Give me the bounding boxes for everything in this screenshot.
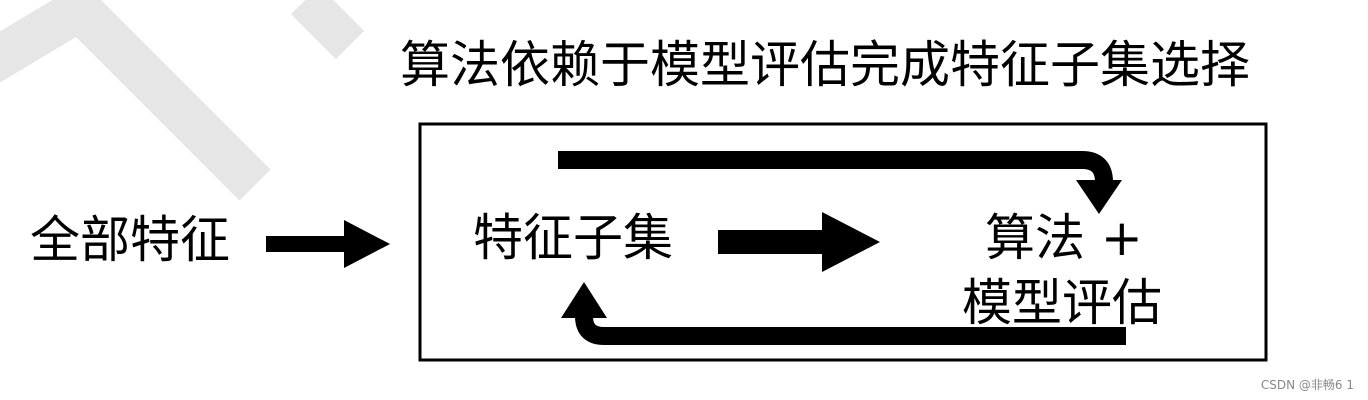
node-algorithm-line2: 模型评估 <box>962 274 1162 332</box>
node-feature-subset: 特征子集 <box>473 209 673 267</box>
background-watermark <box>0 0 365 201</box>
watermark-credit: CSDN @非畅6 1 <box>1260 378 1354 392</box>
node-algorithm-line1: 算法 + <box>985 209 1143 267</box>
diagram-title: 算法依赖于模型评估完成特征子集选择 <box>400 36 1250 94</box>
curved-up-arrow-icon <box>561 282 1126 345</box>
curved-down-arrow-icon <box>558 151 1122 214</box>
right-arrow-icon <box>718 212 880 272</box>
input-label-all-features: 全部特征 <box>30 211 230 269</box>
watermark-stroke-diagonal <box>54 0 271 201</box>
watermark-stroke-top <box>290 0 365 60</box>
right-arrow-icon <box>266 220 390 268</box>
selection-loop-box <box>418 122 1268 362</box>
